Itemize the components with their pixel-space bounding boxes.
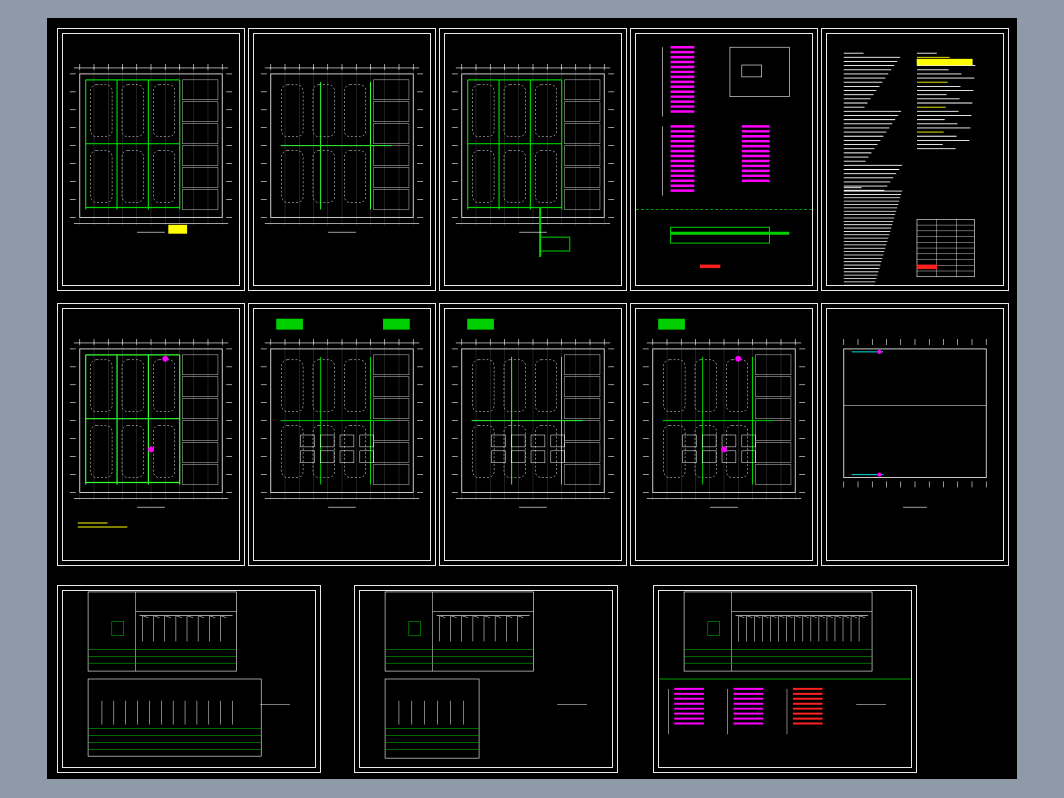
sheet-floor-plan-equipment[interactable] bbox=[248, 303, 436, 566]
sheet-floor-plan-riser[interactable] bbox=[439, 28, 627, 291]
sheet-panel-diagram-3[interactable] bbox=[653, 585, 917, 773]
sheet-floor-plan-lighting[interactable] bbox=[57, 28, 245, 291]
sheet-floor-plan-power[interactable] bbox=[248, 28, 436, 291]
sheet-distribution-schedule[interactable] bbox=[630, 28, 818, 291]
cad-model-space[interactable] bbox=[47, 18, 1017, 779]
sheet-panel-diagram-1[interactable] bbox=[57, 585, 321, 773]
sheet-roof-plan[interactable] bbox=[821, 303, 1009, 566]
sheet-floor-plan-equipment-2[interactable] bbox=[439, 303, 627, 566]
sheet-floor-plan-weak-current[interactable] bbox=[630, 303, 818, 566]
sheet-panel-diagram-2[interactable] bbox=[354, 585, 618, 773]
sheet-design-notes[interactable] bbox=[821, 28, 1009, 291]
sheet-floor-plan-fire[interactable] bbox=[57, 303, 245, 566]
